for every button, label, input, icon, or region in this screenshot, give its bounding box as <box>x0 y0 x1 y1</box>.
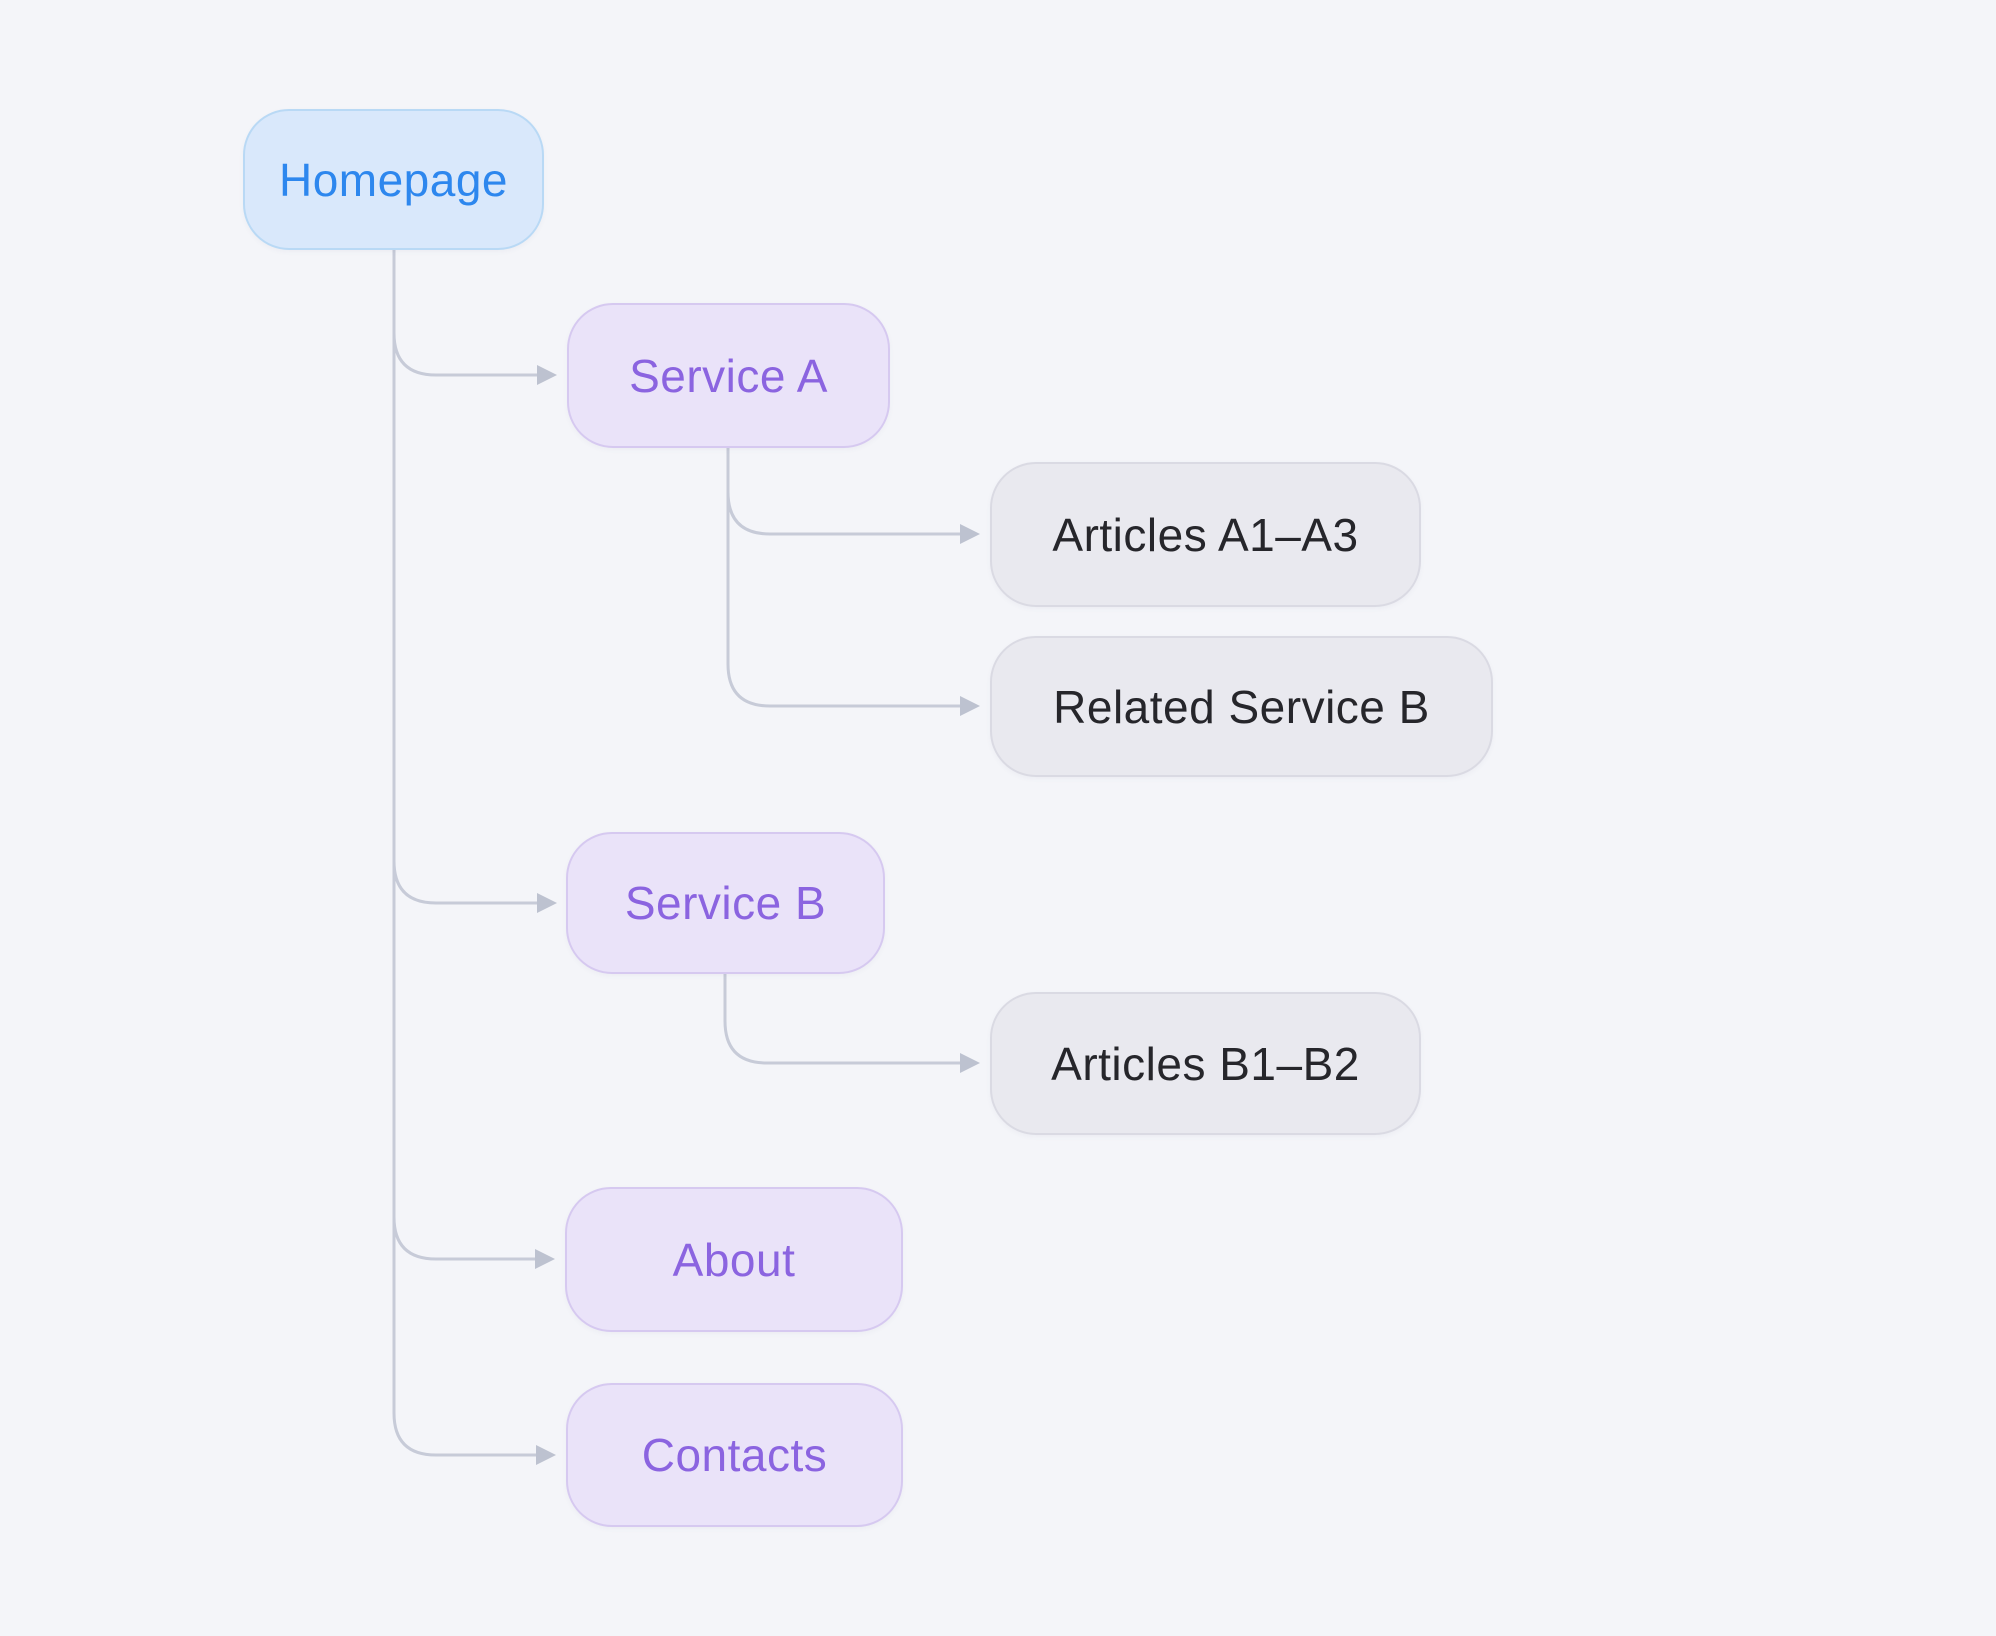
arrow-head-icon <box>960 1053 980 1073</box>
node-related-service-b[interactable]: Related Service B <box>990 636 1493 777</box>
node-about[interactable]: About <box>565 1187 903 1332</box>
node-service-a[interactable]: Service A <box>567 303 890 448</box>
edge-service-a-spine <box>726 446 962 708</box>
arrow-head-icon <box>537 893 557 913</box>
edge-service-a-articles-a <box>726 490 962 536</box>
node-service-b[interactable]: Service B <box>566 832 885 974</box>
edge-homepage-service-b <box>392 859 539 905</box>
arrow-head-icon <box>536 1445 556 1465</box>
edge-homepage-service-a <box>392 331 539 377</box>
edge-homepage-about <box>392 1215 537 1261</box>
node-homepage[interactable]: Homepage <box>243 109 544 250</box>
edge-homepage-spine <box>392 248 538 1457</box>
arrow-head-icon <box>960 696 980 716</box>
arrow-head-icon <box>960 524 980 544</box>
arrow-head-icon <box>537 365 557 385</box>
node-contacts[interactable]: Contacts <box>566 1383 903 1527</box>
edge-service-b-articles-b <box>723 972 962 1065</box>
node-articles-a1-a3[interactable]: Articles A1–A3 <box>990 462 1421 607</box>
node-articles-b1-b2[interactable]: Articles B1–B2 <box>990 992 1421 1135</box>
arrow-head-icon <box>535 1249 555 1269</box>
